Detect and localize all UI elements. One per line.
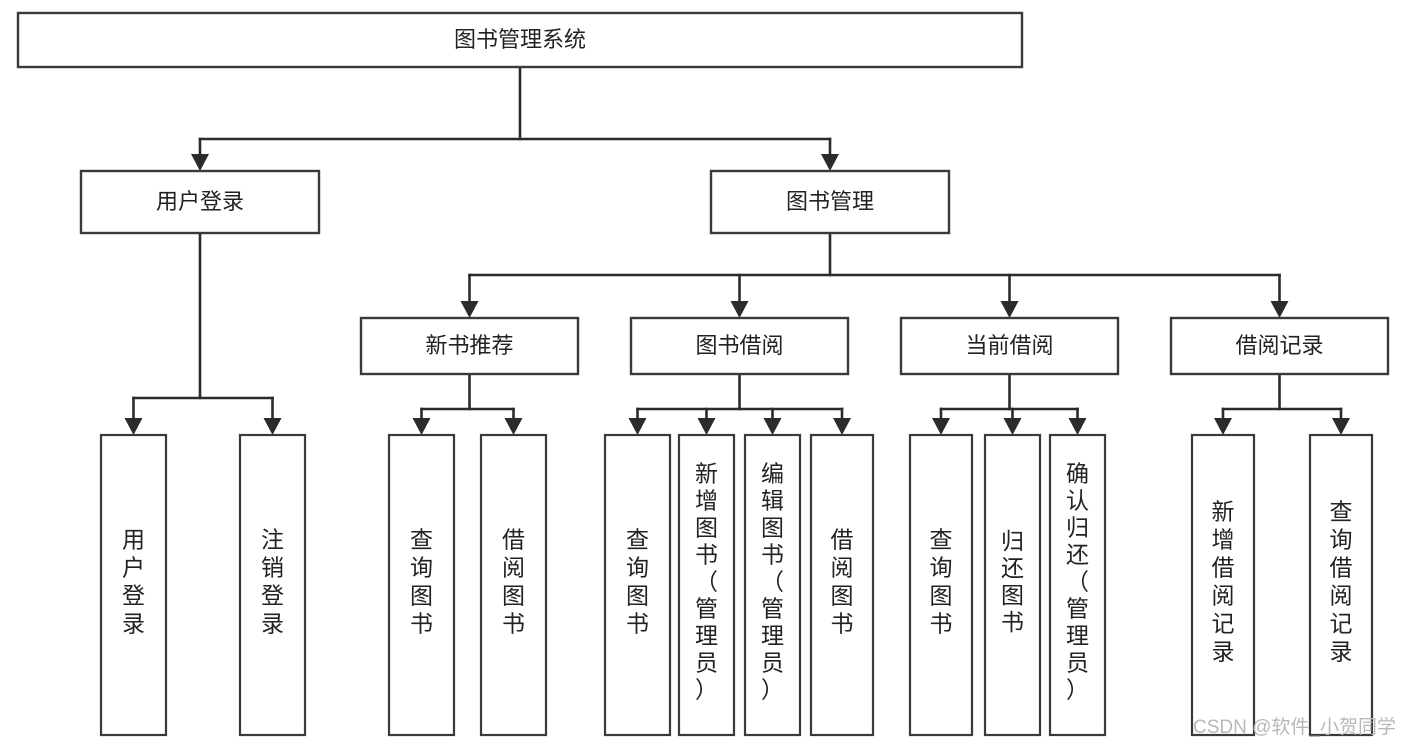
node-user-login[interactable]: 用户登录 bbox=[79, 169, 321, 235]
node-label-leaf-return-book: 归还图书 bbox=[1001, 528, 1024, 635]
node-leaf-edit-book-admin[interactable]: 编辑图书（管理员） bbox=[743, 433, 802, 737]
node-box-current-borrow bbox=[899, 316, 1120, 376]
node-label-leaf-edit-book-admin: 编辑图书（管理员） bbox=[761, 460, 784, 702]
node-box-new-book-recommend bbox=[359, 316, 580, 376]
link-root-to-user-login-arrowhead bbox=[191, 154, 209, 171]
node-boxes: 图书管理系统用户登录图书管理新书推荐图书借阅当前借阅借阅记录用户登录注销登录查询… bbox=[16, 11, 1390, 737]
node-label-leaf-query-book-current: 查询图书 bbox=[930, 527, 953, 637]
node-leaf-logout[interactable]: 注销登录 bbox=[238, 433, 307, 737]
link-borrow-record-to-leaf-query-borrow-record-arrowhead bbox=[1332, 418, 1350, 435]
node-box-user-login bbox=[79, 169, 321, 235]
node-current-borrow[interactable]: 当前借阅 bbox=[899, 316, 1120, 376]
node-label-borrow-record: 借阅记录 bbox=[1235, 333, 1323, 358]
node-label-leaf-borrow-book-recommend: 借阅图书 bbox=[502, 527, 525, 637]
node-book-manage[interactable]: 图书管理 bbox=[709, 169, 951, 235]
node-leaf-borrow-book[interactable]: 借阅图书 bbox=[809, 433, 875, 737]
node-label-leaf-query-book-recommend: 查询图书 bbox=[410, 527, 433, 637]
node-book-borrow[interactable]: 图书借阅 bbox=[629, 316, 850, 376]
link-current-borrow-to-leaf-query-book-current-arrowhead bbox=[932, 418, 950, 435]
link-user-login-to-leaf-logout-arrowhead bbox=[263, 418, 282, 435]
node-label-leaf-add-borrow-record: 新增借阅记录 bbox=[1212, 499, 1235, 665]
node-label-current-borrow: 当前借阅 bbox=[965, 333, 1053, 358]
node-leaf-query-borrow-record[interactable]: 查询借阅记录 bbox=[1308, 433, 1374, 737]
node-leaf-user-login[interactable]: 用户登录 bbox=[99, 433, 168, 737]
link-borrow-record-to-leaf-add-borrow-record-arrowhead bbox=[1214, 418, 1232, 435]
link-book-borrow-to-leaf-edit-book-admin-arrowhead bbox=[763, 418, 782, 435]
link-current-borrow-to-leaf-return-book-arrowhead bbox=[1003, 418, 1022, 435]
link-book-borrow-to-leaf-add-book-admin-arrowhead bbox=[697, 418, 716, 435]
node-box-leaf-logout bbox=[238, 433, 307, 737]
node-leaf-query-book-borrow[interactable]: 查询图书 bbox=[603, 433, 672, 737]
node-box-leaf-edit-book-admin bbox=[743, 433, 802, 737]
link-user-login-to-leaf-user-login-arrowhead bbox=[124, 418, 143, 435]
link-root-to-book-manage-arrowhead bbox=[821, 154, 839, 171]
node-leaf-add-book-admin[interactable]: 新增图书（管理员） bbox=[677, 433, 736, 737]
link-book-manage-to-book-borrow-arrowhead bbox=[730, 301, 749, 318]
node-box-root bbox=[16, 11, 1024, 69]
node-label-leaf-user-login: 用户登录 bbox=[122, 527, 145, 637]
link-book-manage-to-current-borrow-arrowhead bbox=[1000, 301, 1019, 318]
node-box-leaf-query-book-current bbox=[908, 433, 974, 737]
node-box-book-manage bbox=[709, 169, 951, 235]
node-leaf-return-book[interactable]: 归还图书 bbox=[983, 433, 1042, 737]
node-label-leaf-query-book-borrow: 查询图书 bbox=[626, 527, 649, 637]
node-label-leaf-add-book-admin: 新增图书（管理员） bbox=[695, 460, 718, 702]
link-current-borrow-to-leaf-confirm-return-admin-arrowhead bbox=[1068, 418, 1087, 435]
node-new-book-recommend[interactable]: 新书推荐 bbox=[359, 316, 580, 376]
node-label-root: 图书管理系统 bbox=[454, 27, 586, 52]
node-box-borrow-record bbox=[1169, 316, 1390, 376]
node-label-book-borrow: 图书借阅 bbox=[695, 333, 783, 358]
node-leaf-query-book-current[interactable]: 查询图书 bbox=[908, 433, 974, 737]
node-leaf-confirm-return-admin[interactable]: 确认归还（管理员） bbox=[1048, 433, 1107, 737]
node-leaf-query-book-recommend[interactable]: 查询图书 bbox=[387, 433, 456, 737]
node-box-leaf-query-book-borrow bbox=[603, 433, 672, 737]
link-book-manage-to-borrow-record-arrowhead bbox=[1270, 301, 1289, 318]
node-label-book-manage: 图书管理 bbox=[786, 189, 874, 214]
node-box-leaf-add-book-admin bbox=[677, 433, 736, 737]
node-box-leaf-add-borrow-record bbox=[1190, 433, 1256, 737]
link-new-book-recommend-to-leaf-borrow-book-recommend-arrowhead bbox=[504, 418, 523, 435]
node-label-leaf-confirm-return-admin: 确认归还（管理员） bbox=[1066, 460, 1089, 702]
node-borrow-record[interactable]: 借阅记录 bbox=[1169, 316, 1390, 376]
node-box-book-borrow bbox=[629, 316, 850, 376]
node-root[interactable]: 图书管理系统 bbox=[16, 11, 1024, 69]
link-book-borrow-to-leaf-query-book-borrow-arrowhead bbox=[628, 418, 647, 435]
node-box-leaf-borrow-book bbox=[809, 433, 875, 737]
node-leaf-add-borrow-record[interactable]: 新增借阅记录 bbox=[1190, 433, 1256, 737]
node-box-leaf-confirm-return-admin bbox=[1048, 433, 1107, 737]
node-box-leaf-query-borrow-record bbox=[1308, 433, 1374, 737]
connector-lines bbox=[124, 65, 1350, 435]
node-box-leaf-borrow-book-recommend bbox=[479, 433, 548, 737]
node-label-leaf-borrow-book: 借阅图书 bbox=[831, 527, 854, 637]
node-label-leaf-query-borrow-record: 查询借阅记录 bbox=[1330, 499, 1353, 665]
node-label-leaf-logout: 注销登录 bbox=[261, 527, 284, 637]
link-book-borrow-to-leaf-borrow-book-arrowhead bbox=[833, 418, 851, 435]
node-label-new-book-recommend: 新书推荐 bbox=[425, 333, 513, 358]
node-box-leaf-user-login bbox=[99, 433, 168, 737]
node-box-leaf-query-book-recommend bbox=[387, 433, 456, 737]
csdn-watermark: CSDN @软件_小贺同学 bbox=[1193, 716, 1396, 738]
node-box-leaf-return-book bbox=[983, 433, 1042, 737]
node-label-user-login: 用户登录 bbox=[156, 189, 244, 214]
link-new-book-recommend-to-leaf-query-book-recommend-arrowhead bbox=[412, 418, 431, 435]
link-book-manage-to-new-book-recommend-arrowhead bbox=[460, 301, 479, 318]
node-leaf-borrow-book-recommend[interactable]: 借阅图书 bbox=[479, 433, 548, 737]
